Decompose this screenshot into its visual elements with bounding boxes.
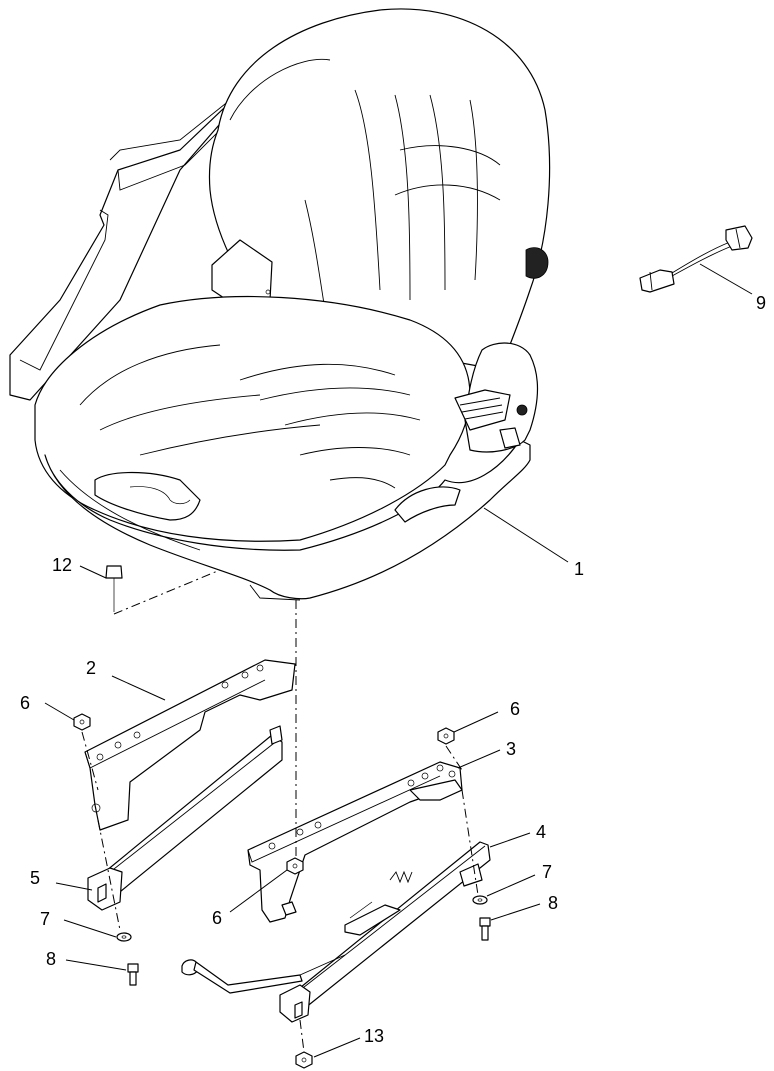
seat-switch-harness <box>639 225 753 293</box>
washer-7-left <box>116 932 132 942</box>
callout-9: 9 <box>756 293 766 313</box>
washer-7-right <box>472 895 488 905</box>
bolt-12 <box>105 565 123 612</box>
callout-3: 3 <box>506 739 516 759</box>
bolt-8-right <box>479 917 491 941</box>
leader-lines <box>44 263 753 1058</box>
slide-release-lever <box>181 954 346 994</box>
left-mounting-bracket <box>84 659 296 831</box>
nut-6-mid <box>286 857 304 875</box>
callout-labels: 1 2 3 4 5 6 6 6 7 7 8 8 9 12 13 <box>20 293 766 1046</box>
hardware <box>73 565 491 1069</box>
nut-6-left <box>73 713 91 731</box>
nut-6-right <box>437 727 455 745</box>
seat-assembly <box>9 8 551 601</box>
callout-6-left: 6 <box>20 693 30 713</box>
callout-8-left: 8 <box>46 949 56 969</box>
right-mounting-bracket <box>247 761 463 923</box>
bolt-8-left <box>127 963 139 986</box>
alignment-lines <box>81 569 479 1053</box>
callout-4: 4 <box>536 822 546 842</box>
callout-7-right: 7 <box>542 862 552 882</box>
callout-12: 12 <box>52 555 72 575</box>
callout-5: 5 <box>30 868 40 888</box>
callout-7-left: 7 <box>40 909 50 929</box>
callout-1: 1 <box>574 559 584 579</box>
callout-6-mid: 6 <box>212 908 222 928</box>
nut-13 <box>295 1051 313 1069</box>
callout-6-right: 6 <box>510 699 520 719</box>
callout-13: 13 <box>364 1026 384 1046</box>
callout-2: 2 <box>86 658 96 678</box>
left-seat-slide-rail <box>87 725 283 911</box>
callout-8-right: 8 <box>548 893 558 913</box>
right-seat-slide-rail <box>279 841 491 1023</box>
